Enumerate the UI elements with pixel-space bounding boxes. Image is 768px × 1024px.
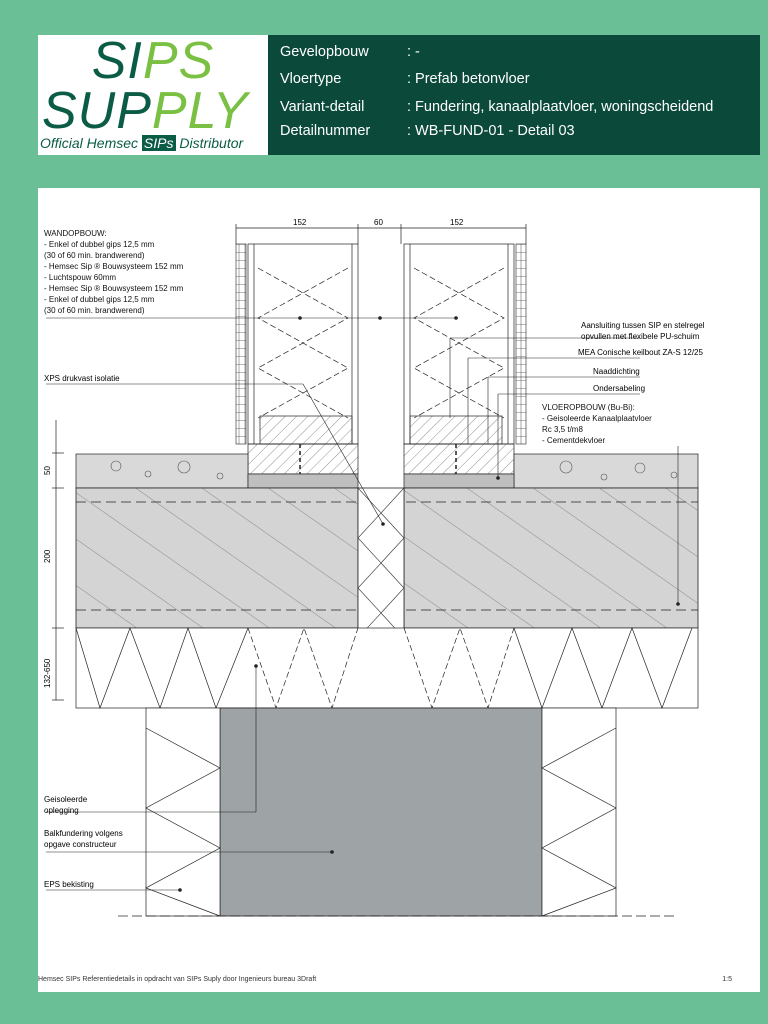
- logo-line-supply: SUPPLY: [42, 82, 249, 140]
- crawl-space-zone: [75, 627, 699, 709]
- sip-connection-label-2: opvullen met flexibele PU-schuim: [581, 332, 700, 341]
- drawing-panel: 152 60 152 50 200 132-650: [38, 188, 760, 972]
- sips-supply-logo: SIPS SUPPLY Official Hemsec SIPs Distrib…: [38, 32, 268, 155]
- floor-line-1: - Geisoleerde Kanaalplaatvloer: [542, 414, 652, 423]
- floor-line-2: Rc 3,5 t/m8: [542, 425, 583, 434]
- eps-label: EPS bekisting: [44, 880, 94, 889]
- left-dimension-line: [52, 420, 64, 701]
- footer: Hemsec SIPs Referentiedetails in opdrach…: [38, 972, 760, 992]
- floor-title: VLOEROPBOUW (Bu-Bi):: [542, 403, 635, 412]
- leader-lines: [46, 317, 679, 891]
- cement-top-right: [513, 453, 699, 489]
- slab-hatch-right: [404, 488, 698, 628]
- info-row-detailnummer: Detailnummer: WB-FUND-01 - Detail 03: [280, 123, 575, 139]
- dim-200: 200: [43, 549, 52, 563]
- right-ondersabeling: [403, 443, 515, 475]
- info-row-variant: Variant-detail: Fundering, kanaalplaatvl…: [280, 99, 714, 115]
- top-dimension-line: [235, 224, 527, 244]
- oplegging-label-2: oplegging: [44, 806, 79, 815]
- left-brick-strip: [235, 243, 247, 445]
- oplegging-label-1: Geisoleerde: [44, 795, 88, 804]
- wall-line-3: - Hemsec Sip ® Bouwsysteem 152 mm: [44, 262, 184, 271]
- ondersabeling-label: Ondersabeling: [593, 384, 645, 393]
- right-sole-plate: [409, 415, 503, 445]
- header: SIPS SUPPLY Official Hemsec SIPs Distrib…: [38, 32, 760, 155]
- wall-line-2: (30 of 60 min. brandwerend): [44, 251, 145, 260]
- balkfundering-label-2: opgave constructeur: [44, 840, 117, 849]
- dim-132-650: 132-650: [43, 658, 52, 688]
- slab-hatch-left: [76, 488, 358, 628]
- xps-label: XPS drukvast isolatie: [44, 374, 120, 383]
- logo-line-sips: SIPS: [91, 32, 215, 90]
- info-row-gevelopbouw: Gevelopbouw: -: [280, 44, 420, 60]
- dim-152-left: 152: [293, 218, 307, 227]
- footer-credit: Hemsec SIPs Referentiedetails in opdrach…: [38, 976, 317, 983]
- cement-aggregate: [110, 460, 678, 481]
- floor-build-up-annotation: VLOEROPBOUW (Bu-Bi): - Geisoleerde Kanaa…: [542, 403, 652, 445]
- right-brick-strip: [515, 243, 527, 445]
- wall-line-1: - Enkel of dubbel gips 12,5 mm: [44, 240, 155, 249]
- wall-line-6: - Enkel of dubbel gips 12,5 mm: [44, 295, 155, 304]
- slab-dashed-lines: [76, 501, 698, 611]
- left-sole-plate: [259, 415, 353, 445]
- foundation-beam: [219, 707, 543, 917]
- right-slab-strip: [403, 473, 515, 489]
- wall-line-5: - Hemsec Sip ® Bouwsysteem 152 mm: [44, 284, 184, 293]
- left-slab-strip: [247, 473, 359, 489]
- left-ondersabeling: [247, 443, 359, 475]
- sip-connection-label-1: Aansluiting tussen SIP en stelregel: [581, 321, 705, 330]
- cement-top-left: [75, 453, 249, 489]
- wall-title: WANDOPBOUW:: [44, 229, 107, 238]
- left-sip-panel: [247, 243, 359, 445]
- leader-dots: [178, 316, 680, 892]
- construction-detail-drawing: 152 60 152 50 200 132-650: [43, 218, 705, 917]
- dim-50: 50: [43, 466, 52, 475]
- logo-tagline: Official Hemsec SIPs Distributor: [40, 135, 244, 151]
- wall-build-up-annotation: WANDOPBOUW: - Enkel of dubbel gips 12,5 …: [44, 229, 184, 315]
- balkfundering-label-1: Balkfundering volgens: [44, 829, 123, 838]
- detail-info-block: Gevelopbouw: - Vloertype: Prefab betonvl…: [268, 35, 760, 155]
- wall-line-7: (30 of 60 min. brandwerend): [44, 306, 145, 315]
- eps-formwork-right: [541, 707, 617, 917]
- wall-line-4: - Luchtspouw 60mm: [44, 273, 116, 282]
- dim-152-right: 152: [450, 218, 464, 227]
- naaddichting-label: Naaddichting: [593, 367, 640, 376]
- footer-scale: 1:5: [722, 976, 732, 983]
- floor-line-3: - Cementdekvloer: [542, 436, 605, 445]
- info-row-vloertype: Vloertype: Prefab betonvloer: [280, 71, 530, 87]
- mea-bolt-label: MEA Conische keilbout ZA-S 12/25: [578, 348, 704, 357]
- dim-60: 60: [374, 218, 383, 227]
- right-sip-panel: [403, 243, 515, 445]
